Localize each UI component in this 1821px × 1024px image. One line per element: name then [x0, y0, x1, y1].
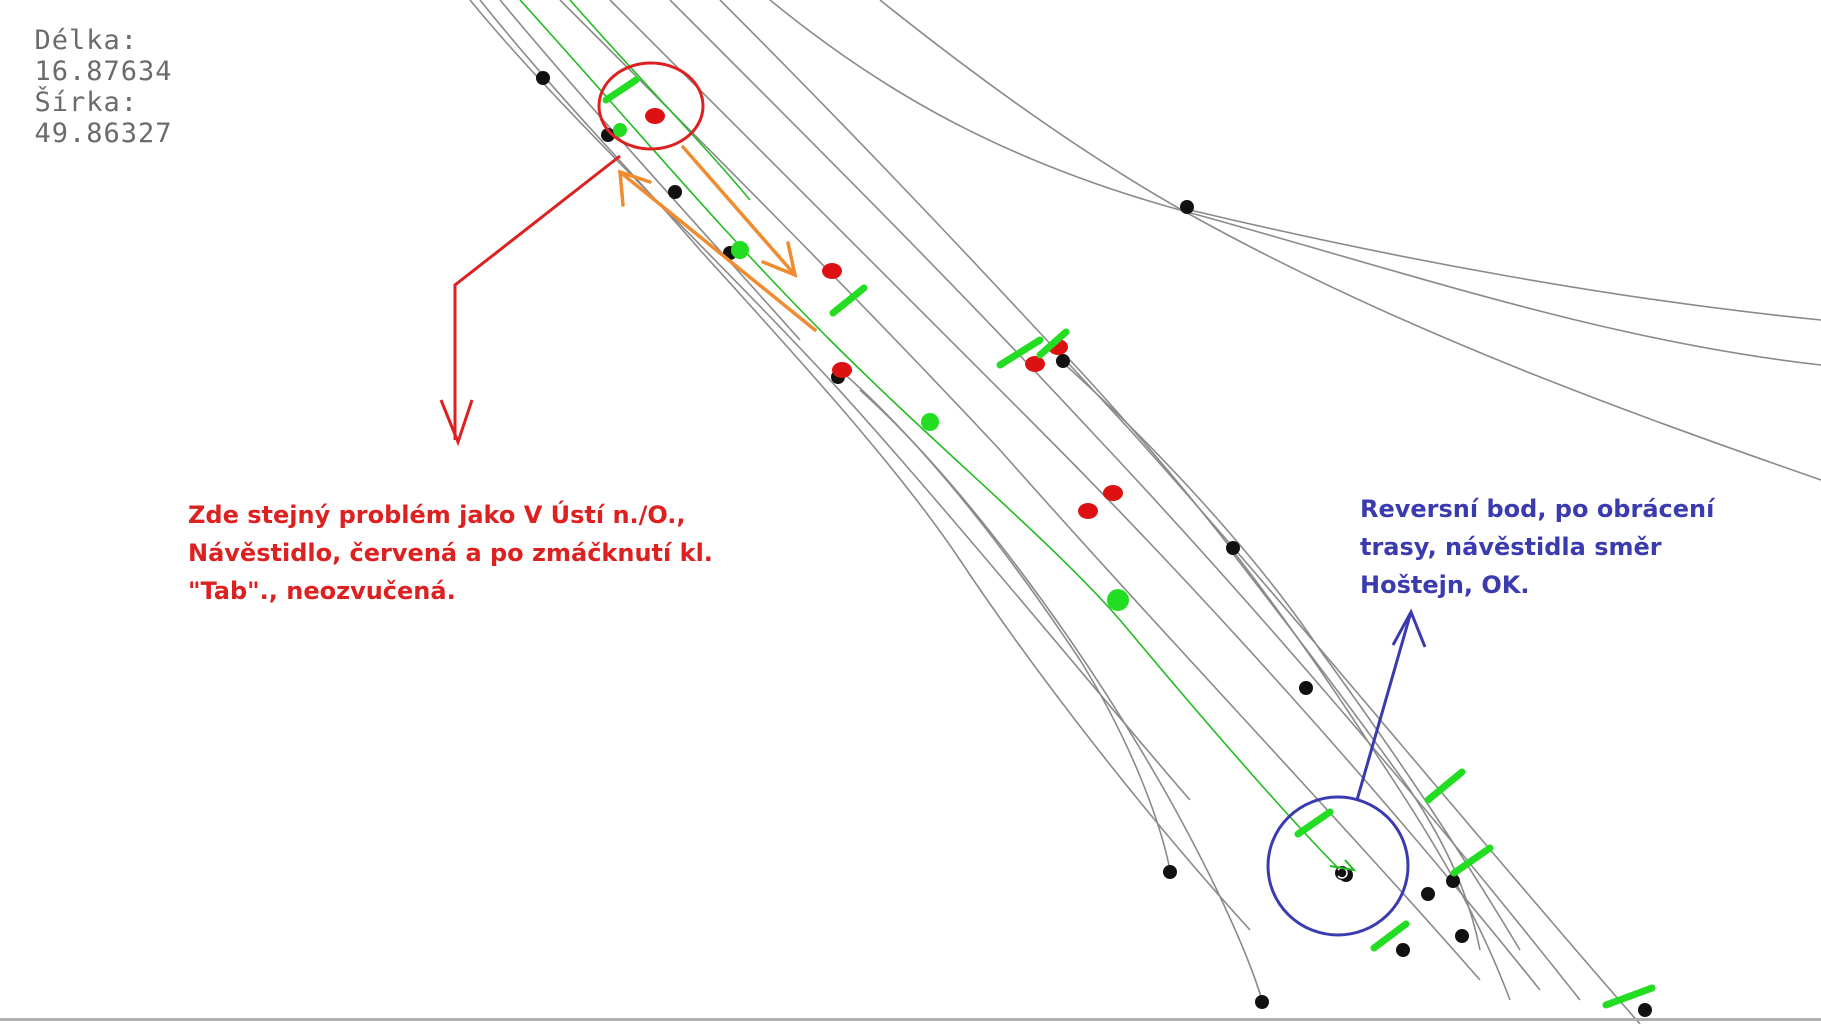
- green-signal-dots: [613, 123, 1129, 611]
- node-dot: [1163, 865, 1177, 879]
- track-line: [609, 0, 1541, 991]
- blue-highlight-circle: [1266, 795, 1410, 937]
- track-line: [669, 0, 1581, 1001]
- track-line: [479, 0, 1251, 931]
- track-line: [859, 389, 1263, 1001]
- track-lines: [469, 0, 1821, 1024]
- red-highlight-circle: [597, 61, 705, 151]
- track-line: [1069, 359, 1511, 1001]
- green-signal-bar: [1036, 328, 1070, 359]
- blue-arrowhead: [1391, 608, 1427, 648]
- annotation-line: "Tab"., neozvučená.: [188, 577, 456, 605]
- green-signal-bar: [1602, 984, 1656, 1009]
- latitude-label: Šírka:: [34, 87, 139, 118]
- track-line: [499, 0, 801, 341]
- route-end-arrow: [1329, 859, 1357, 872]
- window-bottom-edge: [0, 1018, 1821, 1021]
- annotation-line: Hoštejn, OK.: [1360, 571, 1530, 599]
- annotation-line: Návěstidlo, červená a po zmáčknutí kl.: [188, 539, 713, 567]
- node-dot: [1421, 887, 1435, 901]
- length-value: 16.87634: [34, 56, 173, 87]
- node-dot: [536, 71, 550, 85]
- node-dot: [1446, 874, 1460, 888]
- red-signals: [645, 108, 1123, 519]
- track-line: [1189, 209, 1821, 321]
- green-signal-dot: [613, 123, 627, 137]
- annotation-line: Reversní bod, po obrácení: [1360, 495, 1715, 523]
- green-signal-dot: [1107, 589, 1129, 611]
- blue-annotation-callout: [1266, 608, 1427, 937]
- red-signal: [645, 108, 665, 124]
- red-annotation-text: Zde stejný problém jako V Ústí n./O., Ná…: [188, 496, 748, 610]
- node-dot: [1255, 995, 1269, 1009]
- red-signal: [1103, 485, 1123, 501]
- track-line: [1059, 359, 1521, 951]
- length-label: Délka:: [34, 25, 139, 56]
- node-dot: [1180, 200, 1194, 214]
- node-dot: [1299, 681, 1313, 695]
- annotation-line: trasy, návěstidla směr: [1360, 533, 1662, 561]
- annotation-line: Zde stejný problém jako V Ústí n./O.,: [188, 501, 686, 529]
- track-line: [879, 0, 1821, 481]
- green-signal-dot: [731, 241, 749, 259]
- green-signal-bar: [829, 284, 868, 317]
- node-dot: [1226, 541, 1240, 555]
- red-annotation-callout: [439, 61, 705, 447]
- red-pointer-line: [453, 154, 621, 440]
- blue-annotation-text: Reversní bod, po obrácení trasy, návěsti…: [1360, 490, 1780, 604]
- track-line: [769, 0, 1821, 366]
- track-line: [469, 0, 1191, 801]
- red-signal: [1025, 356, 1045, 372]
- latitude-value: 49.86327: [34, 118, 173, 149]
- route-line: [569, 0, 751, 201]
- orange-arrows: [618, 145, 817, 332]
- node-dot: [1638, 1003, 1652, 1017]
- green-signal-bar: [1370, 920, 1410, 952]
- node-dot: [1455, 929, 1469, 943]
- node-dot: [1396, 943, 1410, 957]
- green-signal-bars: [602, 76, 1656, 1009]
- node-dot: [668, 185, 682, 199]
- green-signal-bar: [602, 76, 640, 104]
- green-signal-bar: [1294, 808, 1334, 838]
- green-signal-bar: [1450, 844, 1494, 877]
- green-signal-bar: [1424, 768, 1466, 804]
- red-signal: [832, 362, 852, 378]
- green-signal-dot: [921, 413, 939, 431]
- track-line: [559, 0, 1481, 981]
- node-dot: [1056, 354, 1070, 368]
- coordinates-readout: Délka: 16.87634 Šírka: 49.86327: [0, 0, 173, 149]
- route-line: [519, 0, 1341, 871]
- route-lines: [519, 0, 1341, 871]
- node-dot: [601, 128, 615, 142]
- green-signal-bar: [996, 336, 1044, 369]
- track-line: [719, 0, 1641, 1024]
- red-arrowhead: [439, 399, 474, 447]
- track-line: [1229, 549, 1481, 951]
- blue-pointer-line: [1355, 611, 1413, 801]
- red-signal: [1078, 503, 1098, 519]
- red-signal: [822, 263, 842, 279]
